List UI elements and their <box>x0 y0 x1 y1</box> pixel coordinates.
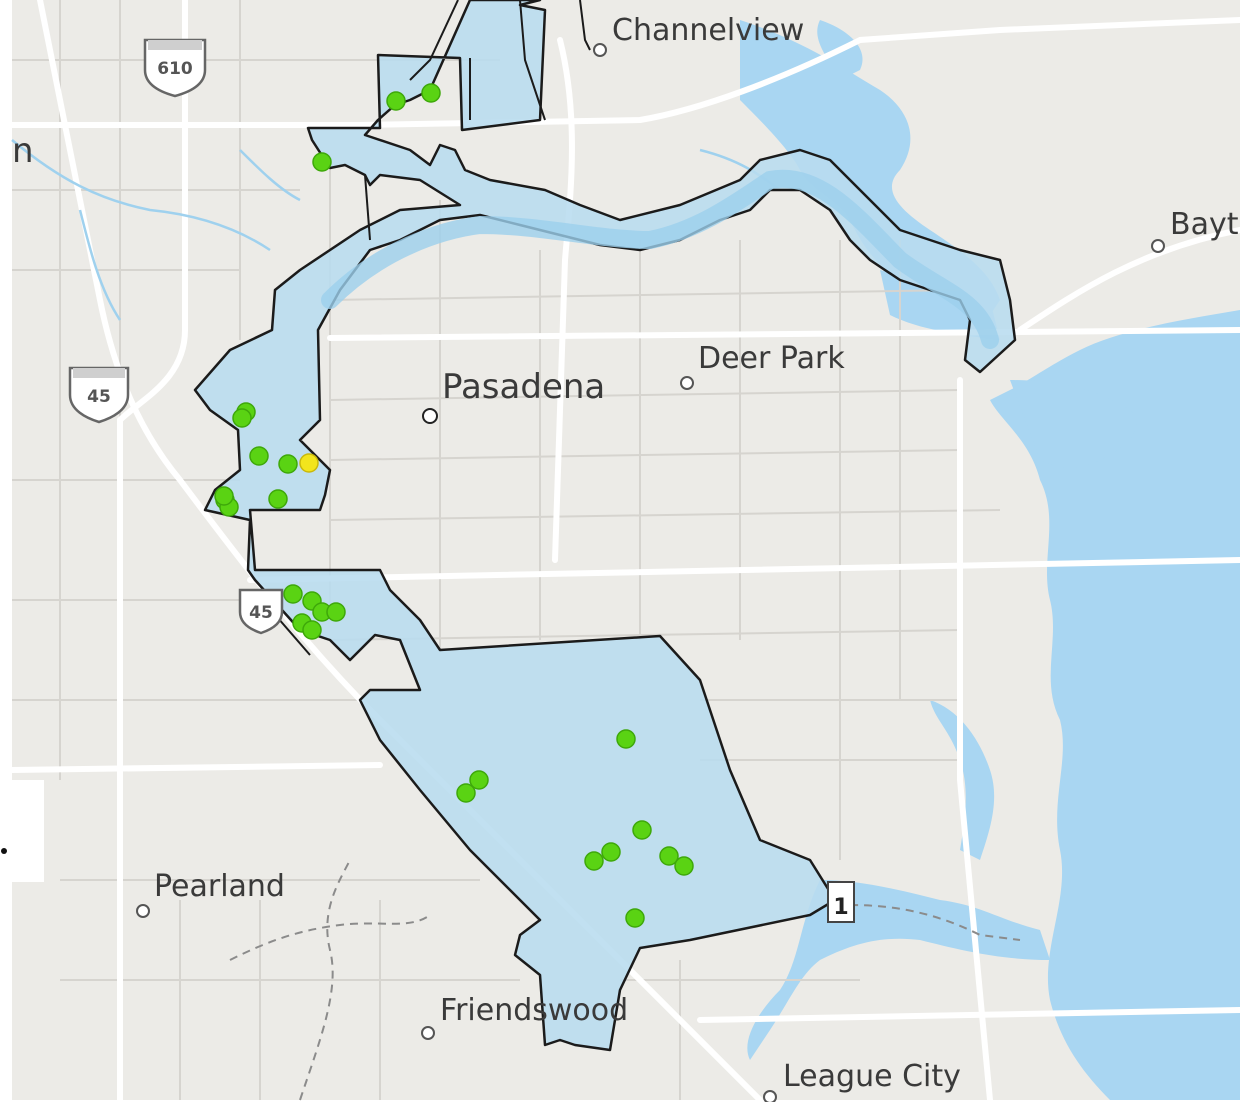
site-marker-green[interactable] <box>659 846 679 866</box>
district-polygon[interactable] <box>193 0 1017 1052</box>
label-baytown: Bayt <box>1170 207 1239 242</box>
site-marker-green[interactable] <box>469 770 489 790</box>
label-channelview: Channelview <box>612 13 804 48</box>
site-marker-green[interactable] <box>616 729 636 749</box>
site-marker-green[interactable] <box>249 446 269 466</box>
label-pasadena: Pasadena <box>442 367 605 407</box>
deer-park-marker <box>680 376 694 390</box>
site-marker-green[interactable] <box>456 783 476 803</box>
shield-route-east: 1 <box>827 881 855 923</box>
site-marker-green[interactable] <box>326 602 346 622</box>
label-league-city: League City <box>783 1059 961 1094</box>
site-marker-green[interactable] <box>421 83 441 103</box>
site-marker-green[interactable] <box>278 454 298 474</box>
site-marker-green[interactable] <box>386 91 406 111</box>
site-marker-green[interactable] <box>232 408 252 428</box>
shield-i45-north-label: 45 <box>87 387 111 407</box>
bay-channel <box>1010 380 1137 468</box>
shield-i45-north: 45 <box>68 366 130 424</box>
shield-i610-label: 610 <box>157 59 193 79</box>
city-markers <box>136 43 1165 1102</box>
league-city-marker <box>763 1090 777 1102</box>
overlay-box <box>12 780 44 882</box>
site-marker-yellow[interactable] <box>299 453 319 473</box>
site-marker-green[interactable] <box>625 908 645 928</box>
galveston-bay <box>990 310 1240 1100</box>
site-marker-green[interactable] <box>283 584 303 604</box>
site-marker-green[interactable] <box>268 489 288 509</box>
creek-water <box>930 700 995 860</box>
minor-roads <box>12 0 1001 1100</box>
label-deer-park: Deer Park <box>698 341 845 376</box>
site-marker-green[interactable] <box>632 820 652 840</box>
shield-i610: 610 <box>143 38 207 98</box>
ship-channel <box>321 169 999 349</box>
shield-i45-south: 45 <box>238 588 284 635</box>
label-edge-fragment: n <box>12 131 34 171</box>
friendswood-marker <box>421 1026 435 1040</box>
site-marker-green[interactable] <box>302 620 322 640</box>
site-marker-green[interactable] <box>214 486 234 506</box>
district-boundary[interactable] <box>193 0 1017 1052</box>
shield-route-east-label: 1 <box>833 895 848 920</box>
site-marker-green[interactable] <box>312 152 332 172</box>
overlay-dot <box>1 848 7 854</box>
boundary-lines <box>229 859 1021 1101</box>
place-labels: Channelview Bayt Deer Park Pasadena Pear… <box>12 13 1239 1094</box>
pearland-marker <box>136 904 150 918</box>
channelview-marker <box>593 43 607 57</box>
site-marker-green[interactable] <box>584 851 604 871</box>
site-marker-green[interactable] <box>601 842 621 862</box>
site-markers[interactable] <box>214 83 694 928</box>
site-marker-green[interactable] <box>674 856 694 876</box>
pasadena-marker <box>422 408 438 424</box>
baytown-marker <box>1151 239 1165 253</box>
label-friendswood: Friendswood <box>440 993 628 1028</box>
shield-i45-south-label: 45 <box>249 603 273 623</box>
district-spurs <box>257 0 591 656</box>
label-pearland: Pearland <box>154 869 285 904</box>
